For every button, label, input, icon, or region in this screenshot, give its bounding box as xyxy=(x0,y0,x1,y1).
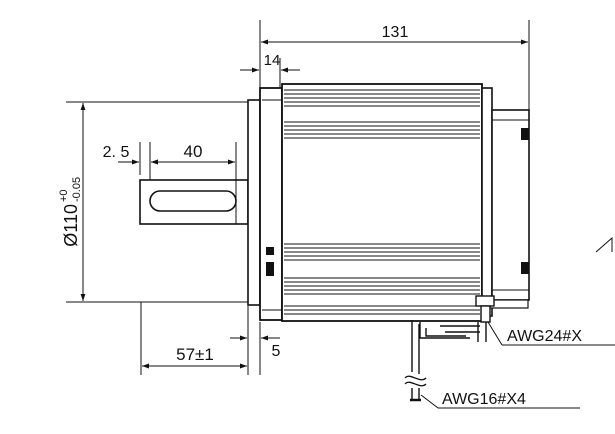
cables xyxy=(404,295,495,402)
dimension-lines xyxy=(80,39,528,369)
rear-cap-tab-top xyxy=(521,128,529,140)
label-key-length: 40 xyxy=(184,142,203,161)
label-diameter-tol-lower: -0.05 xyxy=(71,177,83,202)
rear-cap xyxy=(481,87,530,317)
extension-lines xyxy=(66,20,530,375)
flange-slot-bottom xyxy=(266,262,274,276)
label-pilot-depth: 5 xyxy=(272,343,281,360)
label-shaft-length: 57±1 xyxy=(176,345,214,364)
partial-mark xyxy=(595,236,613,253)
label-flange-thickness: 14 xyxy=(264,52,281,69)
label-diameter-main: Ø110 xyxy=(61,204,81,247)
label-key-offset: 2. 5 xyxy=(103,144,130,161)
label-overall-length: 131 xyxy=(382,24,409,41)
front-flange xyxy=(259,87,283,321)
pilot-boss xyxy=(247,99,261,306)
shaft xyxy=(139,179,249,225)
motor-body xyxy=(281,83,483,322)
body-fins xyxy=(284,89,480,315)
rear-cap-tab-bottom xyxy=(521,262,529,274)
label-power-wire: AWG16#X4 xyxy=(442,391,526,408)
flange-slot-top xyxy=(266,247,274,255)
leader-lines xyxy=(420,321,615,409)
label-diameter-tol-upper: +0 xyxy=(58,189,70,202)
label-diameter: Ø110 +0 -0.05 xyxy=(58,177,83,247)
keyway xyxy=(149,190,237,212)
label-signal-wire: AWG24#X xyxy=(507,328,582,345)
